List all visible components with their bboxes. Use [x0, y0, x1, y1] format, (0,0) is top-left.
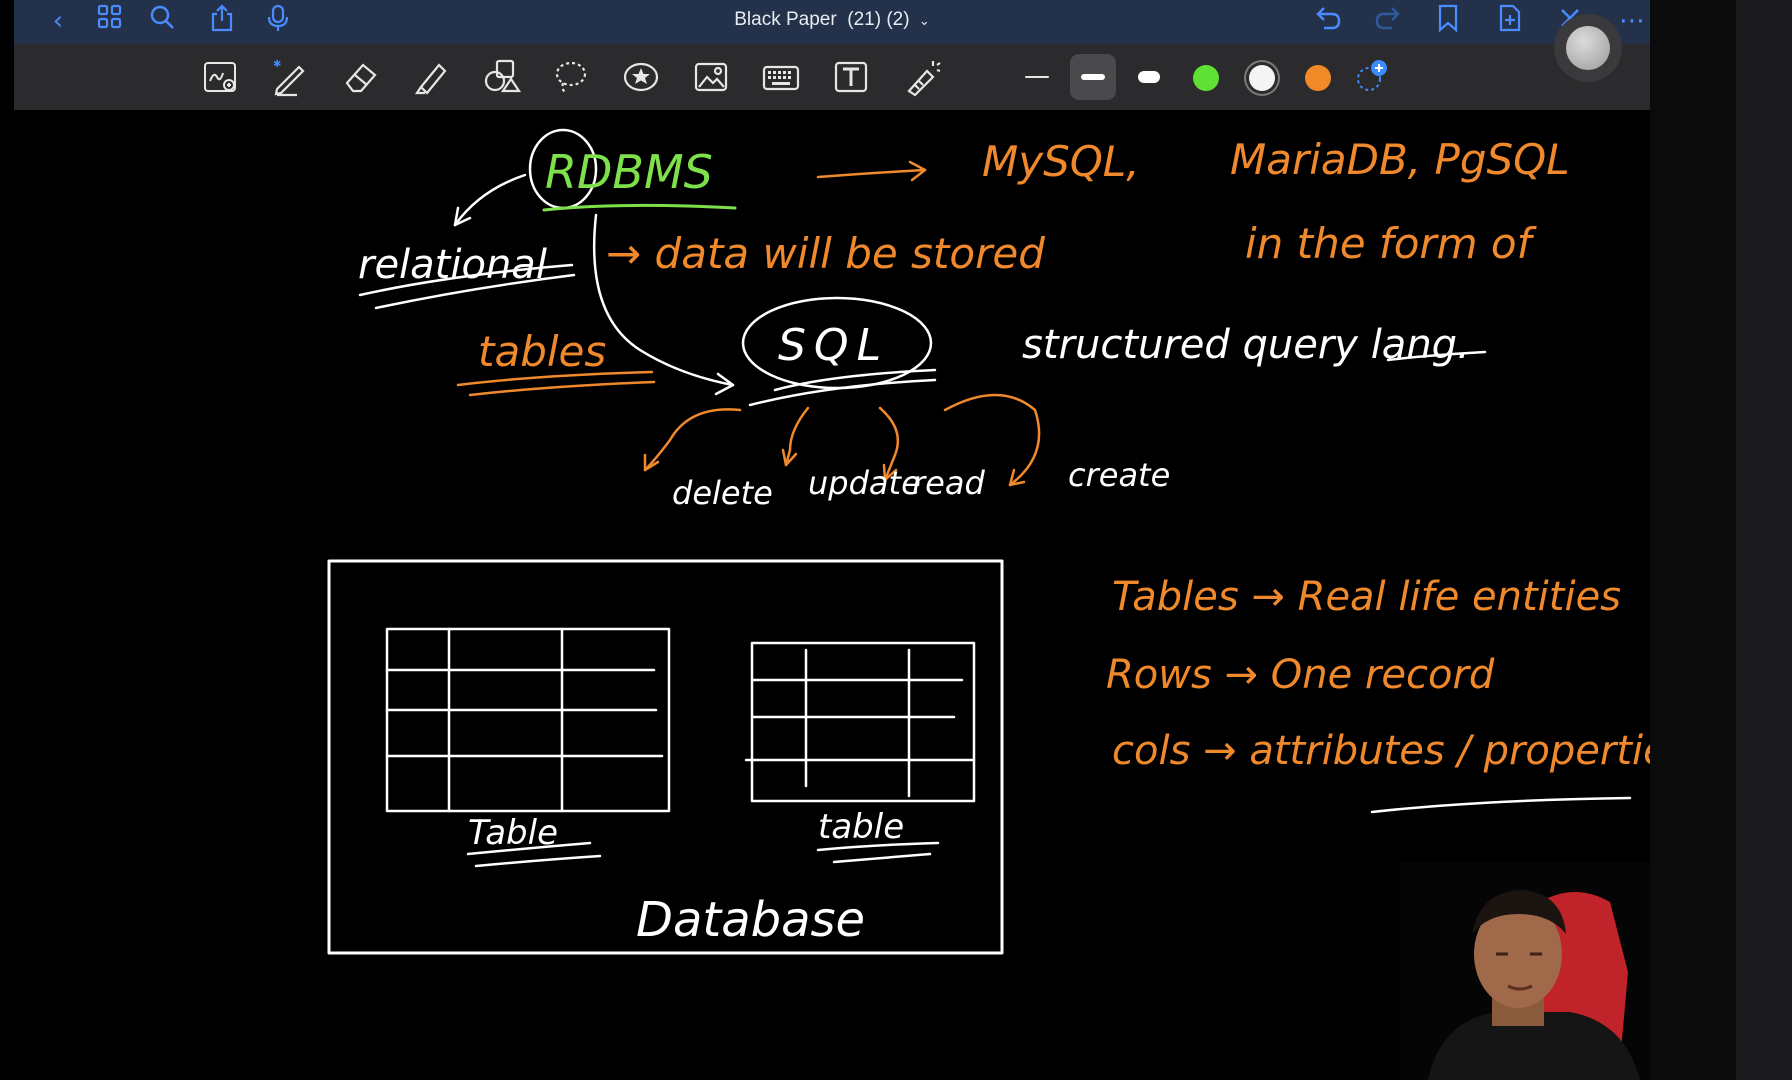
image-tool-icon[interactable]	[688, 54, 734, 100]
table-left-label: Table	[468, 813, 558, 853]
delete-text: delete	[672, 474, 773, 512]
tables-text: tables	[478, 327, 606, 376]
arrow-to-relational	[453, 173, 527, 227]
bookmark-icon[interactable]	[1430, 4, 1466, 38]
sticker-tool-icon[interactable]	[618, 54, 664, 100]
color-swatch-white[interactable]	[1249, 65, 1275, 91]
redo-icon[interactable]	[1370, 4, 1406, 38]
ink-layer: RDBMS MySQL, MariaDB, PgSQL relational →…	[327, 128, 1650, 955]
create-arrow	[943, 393, 1041, 487]
properties-underline	[1370, 796, 1632, 814]
color-swatch-orange[interactable]	[1305, 65, 1331, 91]
arrow-to-mysql	[816, 168, 927, 179]
sql-underline-2	[748, 378, 937, 407]
structured-query-text: structured query lang.	[1022, 322, 1470, 368]
relational-text: relational	[358, 242, 547, 288]
share-icon[interactable]	[204, 4, 240, 38]
read-text: read	[912, 464, 985, 502]
tool-bar: ✱	[14, 44, 1650, 110]
color-swatch-green[interactable]	[1193, 65, 1219, 91]
right-table-frame	[750, 641, 976, 803]
create-arrow-head	[1008, 468, 1026, 487]
table-right-underline-1	[816, 841, 940, 852]
update-arrow	[784, 406, 810, 467]
note-canvas[interactable]: RDBMS MySQL, MariaDB, PgSQL relational →…	[0, 110, 1650, 1080]
rdbms-underline	[542, 203, 737, 212]
arrow-to-sql-head	[714, 372, 735, 396]
arrow-to-relational-head	[453, 206, 472, 227]
add-color-icon[interactable]	[1348, 54, 1394, 100]
document-title-text: Black Paper	[734, 9, 837, 30]
stroke-width-thin[interactable]	[1014, 54, 1060, 100]
relational-underline-2	[374, 273, 576, 310]
page-info: (21) (2)	[847, 9, 910, 30]
update-text: update	[808, 464, 921, 502]
assistive-knob	[1566, 26, 1610, 70]
arrow-to-sql	[592, 213, 735, 387]
data-stored-text: → data will be stored	[606, 229, 1045, 278]
eraser-tool-icon[interactable]	[338, 54, 384, 100]
chevron-down-icon: ⌄	[918, 13, 930, 28]
pen-tool-icon[interactable]: ✱	[266, 54, 312, 100]
table-left-underline-2	[474, 854, 602, 868]
tables-underline-1	[456, 370, 654, 387]
tables-definition: Tables → Real life entities	[1112, 574, 1621, 620]
notes-app: ‹ Black Paper (21) (2) ⌄	[0, 0, 1650, 1080]
presenter-webcam	[1400, 862, 1650, 1080]
right-side-panel	[1650, 0, 1792, 1080]
nav-bar: ‹ Black Paper (21) (2) ⌄	[14, 0, 1650, 44]
keyboard-tool-icon[interactable]	[758, 54, 804, 100]
lasso-tool-icon[interactable]	[548, 54, 594, 100]
right-side-edge	[1736, 0, 1792, 1080]
lang-underline	[1386, 350, 1487, 362]
read-arrow	[878, 406, 900, 482]
laser-pointer-tool-icon[interactable]	[898, 54, 944, 100]
database-box	[327, 559, 1004, 955]
stroke-width-thick[interactable]	[1126, 54, 1172, 100]
text-box-tool-icon[interactable]	[828, 54, 874, 100]
rows-definition: Rows → One record	[1106, 652, 1495, 698]
shapes-tool-icon[interactable]	[478, 54, 524, 100]
add-page-icon[interactable]	[1492, 4, 1528, 38]
svg-text:✱: ✱	[273, 59, 281, 70]
update-arrow-head	[781, 448, 798, 467]
sql-text: SQL	[778, 320, 889, 371]
rdbms-text: RDBMS	[545, 145, 713, 199]
table-right-underline-2	[832, 852, 932, 864]
table-left-underline-1	[466, 841, 592, 856]
back-icon[interactable]: ‹	[52, 6, 64, 36]
delete-arrow	[643, 408, 742, 472]
arrow-to-mysql-head	[908, 160, 927, 182]
more-options-icon[interactable]: ⋯	[1619, 6, 1645, 36]
table-right-label: table	[818, 807, 904, 847]
mysql-text: MySQL,	[982, 137, 1140, 186]
grid-view-icon[interactable]	[92, 4, 128, 38]
in-form-of-text: in the form of	[1245, 219, 1538, 268]
database-label: Database	[636, 892, 865, 948]
tables-underline-2	[468, 380, 656, 397]
left-table-frame	[385, 627, 671, 813]
cols-definition: cols → attributes / properties	[1112, 728, 1650, 774]
stroke-width-medium[interactable]	[1070, 54, 1116, 100]
other-dbs-text: MariaDB, PgSQL	[1230, 135, 1570, 184]
create-text: create	[1068, 456, 1170, 494]
undo-icon[interactable]	[1310, 4, 1346, 38]
highlighter-tool-icon[interactable]	[408, 54, 454, 100]
sql-underline-1	[773, 368, 937, 392]
relational-underline-1	[358, 263, 574, 297]
microphone-icon[interactable]	[260, 4, 296, 38]
floating-assistive-button[interactable]	[1554, 14, 1622, 82]
delete-arrow-head	[643, 453, 660, 472]
search-icon[interactable]	[144, 4, 180, 38]
read-arrow-head	[882, 463, 898, 482]
zoom-box-icon[interactable]	[198, 54, 244, 100]
